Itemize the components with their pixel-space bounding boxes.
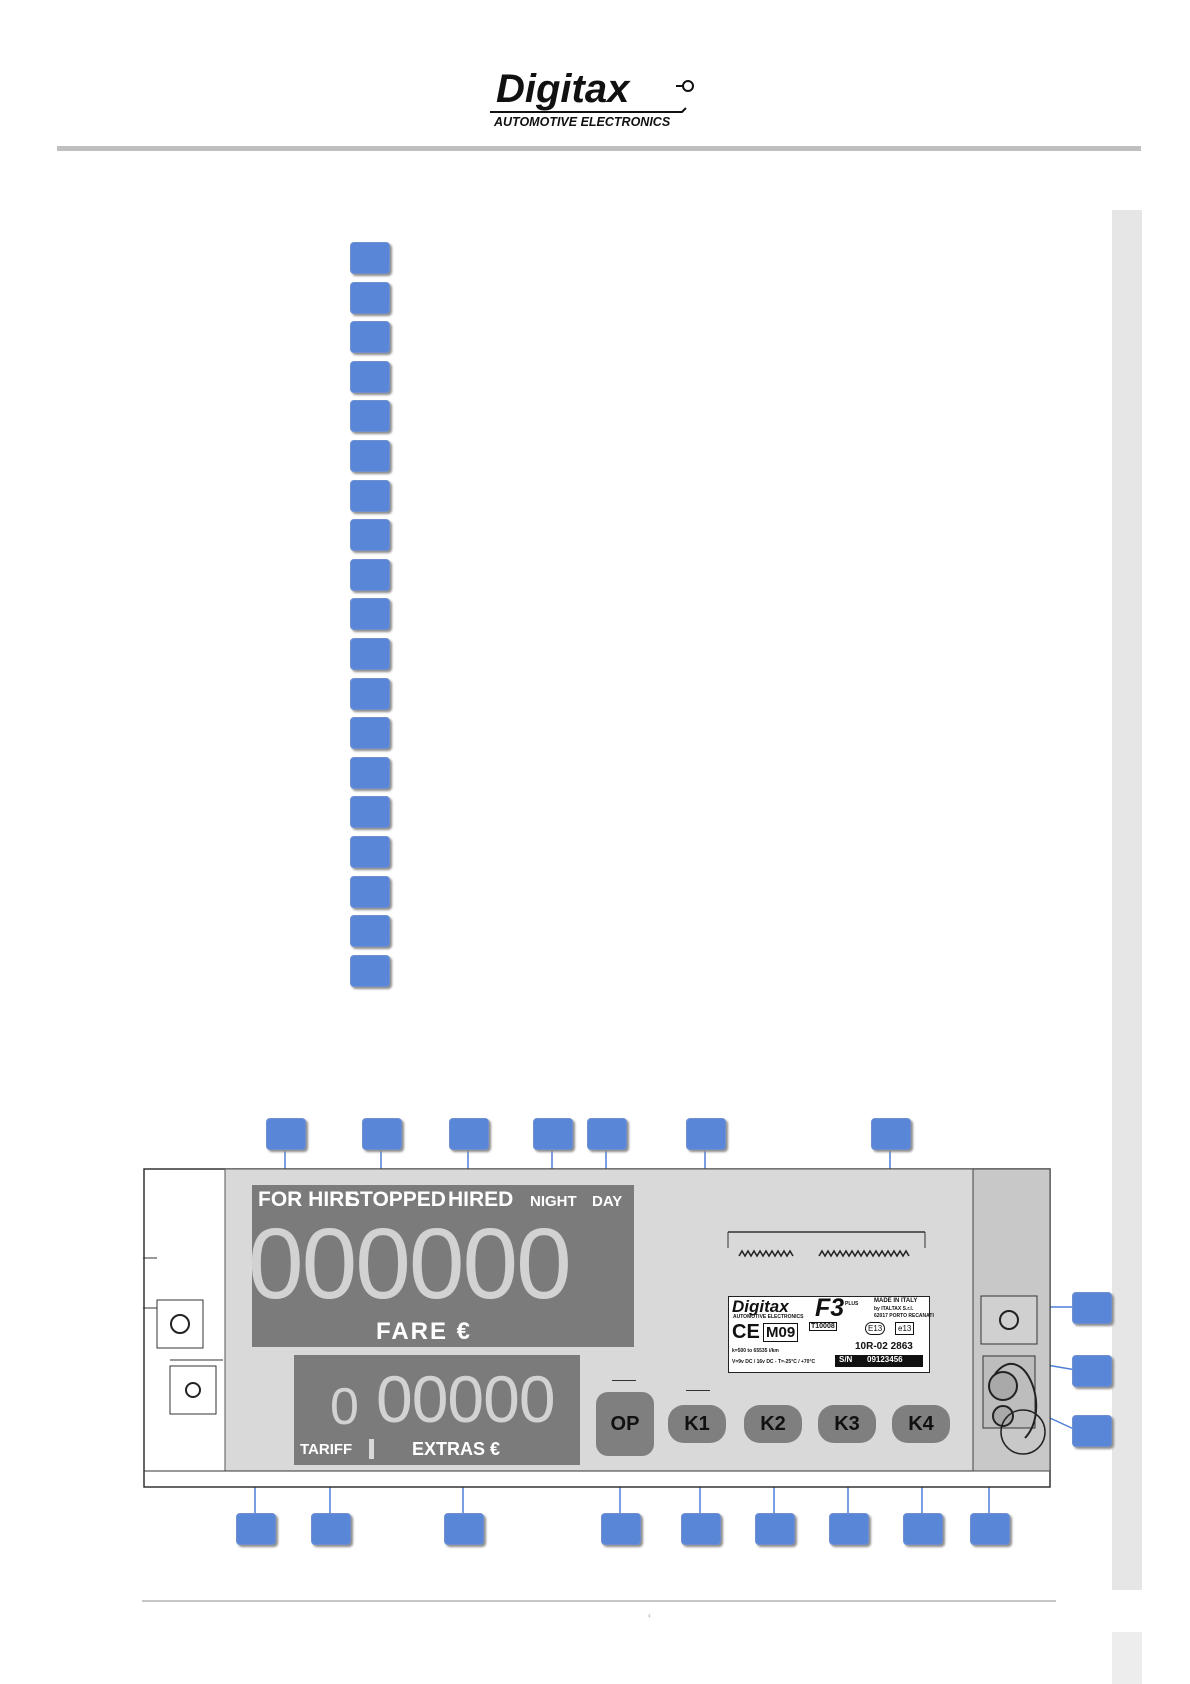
- callout-badge-night: [533, 1118, 573, 1150]
- legend-marker: [350, 479, 390, 512]
- op-button[interactable]: OP: [596, 1392, 654, 1456]
- plate-made-in: MADE IN ITALY: [874, 1298, 918, 1304]
- plate-m09: M09: [763, 1323, 799, 1342]
- indicator-night: NIGHT: [530, 1193, 577, 1210]
- indicator-hired: HIRED: [448, 1188, 514, 1211]
- k1-button[interactable]: K1: [668, 1405, 726, 1443]
- legend-marker: [350, 400, 390, 433]
- indicator-for-hire: FOR HIRE: [258, 1188, 359, 1211]
- fare-label: FARE €: [376, 1318, 473, 1345]
- plate-approval: 10R-02 2863: [855, 1341, 913, 1352]
- callout-badge-right-2: [1072, 1355, 1112, 1387]
- callout-badge-k4: [903, 1513, 943, 1545]
- legend-marker: [350, 796, 390, 829]
- plate-e13b-mark: e13: [895, 1322, 915, 1335]
- page-side-bar-bottom: [1112, 1632, 1142, 1684]
- callout-badge-for-hire: [266, 1118, 306, 1150]
- plate-ce-mark: CE: [732, 1321, 760, 1343]
- legend-marker: [350, 558, 390, 591]
- legend-marker: [350, 360, 390, 393]
- k2-button[interactable]: K2: [744, 1405, 802, 1443]
- op-key-overline: [612, 1380, 636, 1381]
- footer-mark: ‹: [648, 1611, 651, 1620]
- logo-brand: Digitax: [496, 67, 631, 111]
- logo-tagline: AUTOMOTIVE ELECTRONICS: [493, 115, 671, 129]
- plate-address: 62017 PORTO RECANATI: [874, 1313, 934, 1319]
- page-side-bar: [1112, 210, 1142, 1590]
- legend-marker: [350, 598, 390, 631]
- k1-key-overline: [686, 1390, 710, 1391]
- footer-divider: [142, 1600, 1056, 1602]
- callout-badge-fare: [236, 1513, 276, 1545]
- plate-sn-strip: S/N 09123456: [835, 1355, 923, 1367]
- header-divider: [57, 146, 1141, 151]
- legend-marker: [350, 717, 390, 750]
- digitax-logo: Digitax AUTOMOTIVE ELECTRONICS: [490, 67, 694, 129]
- plate-voltage: V=9v DC / 16v DC - T=-25°C / +70°C: [732, 1359, 816, 1365]
- callout-badge-k2: [755, 1513, 795, 1545]
- extras-digits: 00000: [376, 1362, 556, 1436]
- plate-e13-mark: E13: [865, 1322, 886, 1335]
- indicator-day: DAY: [592, 1193, 623, 1210]
- plate-model: F3: [815, 1294, 845, 1322]
- callout-badge-seal: [970, 1513, 1010, 1545]
- callout-badge-k1: [681, 1513, 721, 1545]
- legend-marker: [350, 281, 390, 314]
- callout-badge-tariff: [311, 1513, 351, 1545]
- tariff-label: TARIFF: [300, 1441, 353, 1458]
- callout-badge-right-1: [1072, 1292, 1112, 1324]
- extras-label: EXTRAS €: [412, 1439, 501, 1459]
- approval-plate: Digitax AUTOMOTIVE ELECTRONICS F3 PLUS M…: [728, 1294, 934, 1373]
- legend-marker: [350, 242, 390, 274]
- callout-badge-op: [601, 1513, 641, 1545]
- plate-maker: by ITALTAX S.r.l.: [874, 1306, 914, 1312]
- legend-marker: [350, 875, 390, 908]
- callout-badge-made-in: [871, 1118, 911, 1150]
- plate-sn: 09123456: [867, 1355, 903, 1364]
- callout-badge-stopped: [362, 1118, 402, 1150]
- legend-marker: [350, 638, 390, 670]
- callout-badge-hired: [449, 1118, 489, 1150]
- tariff-indicator-bar: [369, 1439, 374, 1459]
- legend-marker: [350, 915, 390, 948]
- legend-marker: [350, 519, 390, 552]
- legend-marker: [350, 954, 390, 987]
- callout-badge-plate: [686, 1118, 726, 1150]
- fare-display: FOR HIRE STOPPED HIRED NIGHT DAY 000000 …: [248, 1185, 634, 1347]
- k4-button[interactable]: K4: [892, 1405, 950, 1443]
- fare-digits: 000000: [248, 1208, 572, 1320]
- plate-brand: Digitax: [732, 1297, 789, 1316]
- plate-model-suffix: PLUS: [845, 1301, 859, 1307]
- legend-marker: [350, 440, 390, 472]
- legend-marker: [350, 836, 390, 868]
- extras-display: 0 00000 TARIFF EXTRAS €: [294, 1355, 580, 1465]
- indicator-stopped: STOPPED: [346, 1188, 446, 1211]
- plate-sn-label: S/N: [839, 1355, 853, 1364]
- tariff-digit: 0: [330, 1378, 359, 1436]
- legend-marker: [350, 321, 390, 354]
- plate-cert: T10008: [809, 1322, 837, 1331]
- legend-marker: [350, 756, 390, 789]
- plate-k-range: k=500 to 65535 i/km: [732, 1348, 779, 1354]
- callout-badge-day: [587, 1118, 627, 1150]
- callout-badge-extras: [444, 1513, 484, 1545]
- k3-button[interactable]: K3: [818, 1405, 876, 1443]
- callout-badge-right-3: [1072, 1415, 1112, 1447]
- callout-badge-k3: [829, 1513, 869, 1545]
- legend-marker: [350, 677, 390, 710]
- plate-tagline: AUTOMOTIVE ELECTRONICS: [733, 1314, 804, 1320]
